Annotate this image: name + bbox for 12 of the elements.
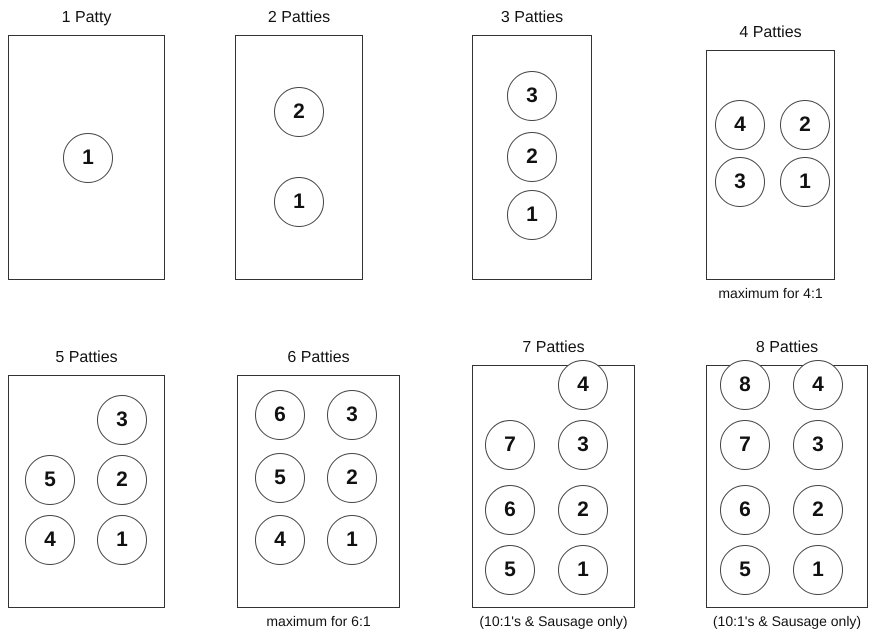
panel-heading: 2 Patties: [266, 9, 332, 27]
panel-note: maximum for 4:1: [717, 285, 824, 301]
panel-note: maximum for 6:1: [265, 613, 372, 629]
panel-note: (10:1's & Sausage only): [478, 613, 629, 629]
panel-heading: 4 Patties: [738, 24, 803, 42]
panel-heading: 6 Patties: [286, 349, 351, 367]
panel-heading: 3 Patties: [500, 9, 564, 27]
panel-note: (10:1's & Sausage only): [712, 613, 862, 629]
panel-heading: 7 Patties: [521, 339, 586, 357]
panel-heading: 5 Patties: [54, 349, 119, 367]
panel-heading: 8 Patties: [754, 339, 820, 357]
panel-heading: 1 Patty: [60, 9, 112, 27]
